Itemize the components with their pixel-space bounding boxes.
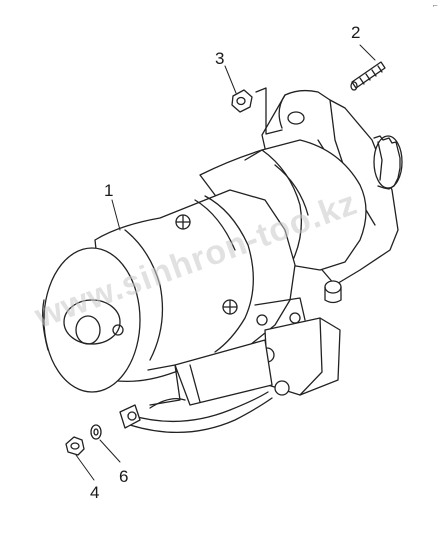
stud-part-2 xyxy=(350,61,386,91)
pinion-gear xyxy=(373,135,403,190)
solenoid-housing xyxy=(199,139,367,271)
callout-2: 2 xyxy=(351,23,361,42)
terminal-block xyxy=(147,297,341,406)
washer-part-6 xyxy=(90,424,102,440)
nut-part-4 xyxy=(65,436,85,456)
nut-part-3 xyxy=(231,87,283,135)
leader-lines xyxy=(75,44,376,481)
cable-harness xyxy=(119,391,273,434)
callout-3: 3 xyxy=(215,49,225,68)
end-cap xyxy=(42,247,141,393)
callout-4: 4 xyxy=(90,483,100,502)
nose-mounting-bolt xyxy=(324,280,342,304)
callout-6: 6 xyxy=(119,467,129,486)
corner-mark: ⌐ xyxy=(432,2,438,10)
callout-1: 1 xyxy=(104,181,114,200)
